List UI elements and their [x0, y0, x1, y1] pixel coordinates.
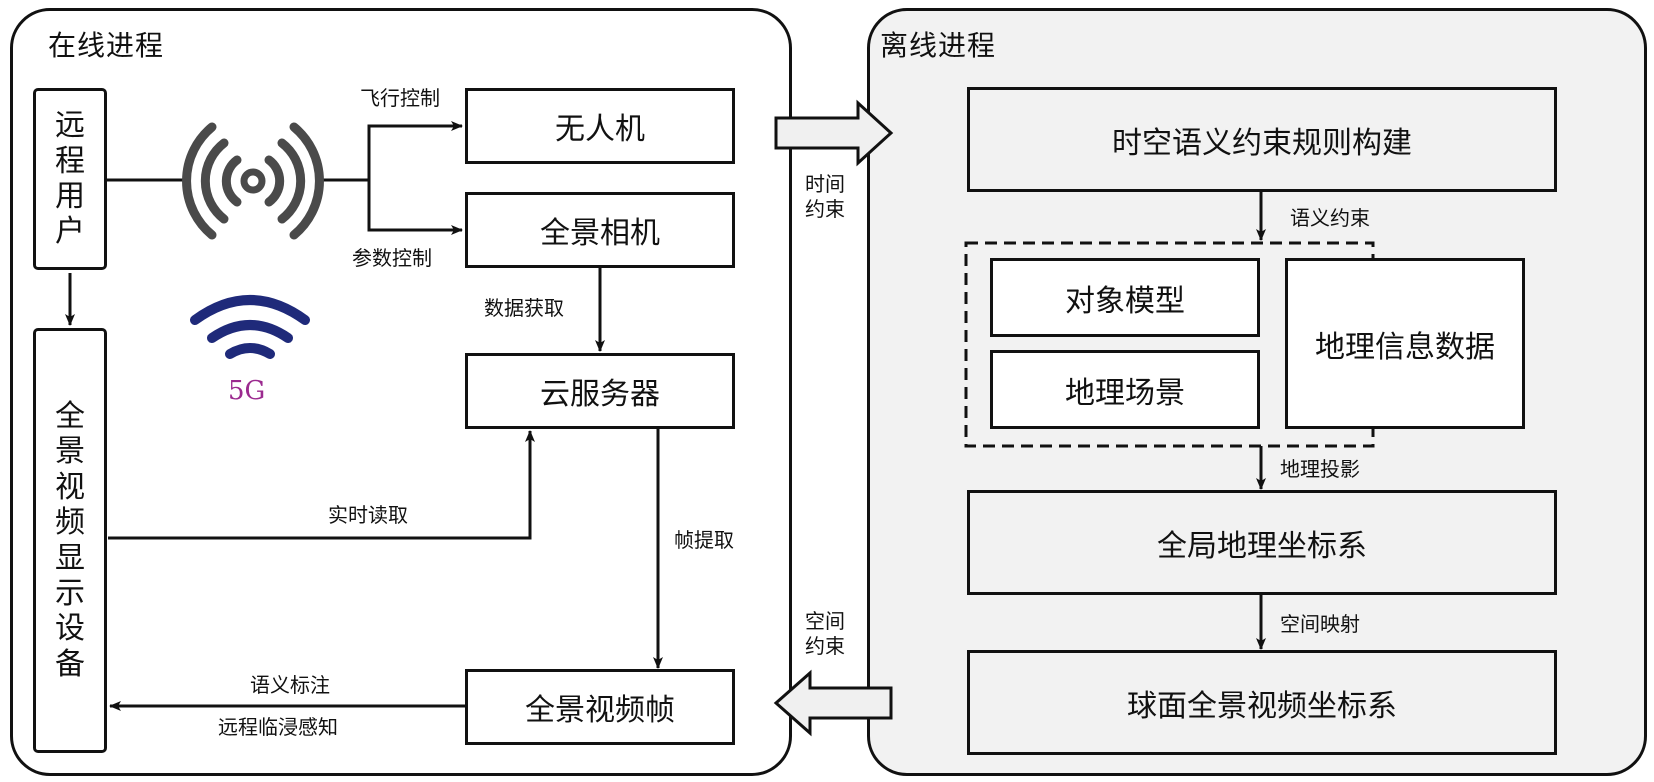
global-geo-coord-box: 全局地理坐标系: [967, 490, 1557, 595]
cloud-server-box: 云服务器: [465, 353, 735, 429]
label-data-acquire: 数据获取: [484, 296, 564, 320]
label-space-constraint-line: 空间: [805, 609, 845, 633]
display-device-char: 设: [55, 611, 85, 647]
pano-camera-box: 全景相机: [465, 192, 735, 268]
label-space-constraint: 空间 约束: [805, 609, 855, 659]
time-constraint-block-arrow: [774, 99, 894, 167]
label-spatial-mapping: 空间映射: [1280, 612, 1360, 636]
wifi-5g-icon: [190, 295, 310, 359]
remote-user-char: 用: [55, 179, 85, 214]
arrow-flight-control: [367, 121, 463, 180]
remote-user-box: 远 程 用 户: [33, 88, 107, 270]
label-remote-immersive: 远程临浸感知: [218, 715, 338, 739]
label-semantic-annotation: 语义标注: [250, 673, 330, 697]
label-time-constraint-line: 约束: [805, 197, 845, 221]
label-time-constraint: 时间 约束: [805, 172, 855, 222]
offline-process-title: 离线进程: [880, 29, 997, 62]
display-device-box: 全 景 视 频 显 示 设 备: [33, 328, 107, 753]
remote-user-char: 程: [55, 143, 85, 179]
label-space-constraint-line: 约束: [805, 634, 845, 658]
display-device-char: 显: [55, 540, 85, 576]
object-model-box: 对象模型: [990, 258, 1260, 337]
display-device-char: 频: [55, 505, 85, 541]
label-frame-extract: 帧提取: [674, 528, 734, 552]
sphere-pano-coord-box: 球面全景视频坐标系: [967, 650, 1557, 755]
geo-info-data-box: 地理信息数据: [1285, 258, 1525, 429]
remote-user-char: 远: [55, 108, 85, 144]
label-5g: 5G: [228, 376, 266, 406]
uav-box: 无人机: [465, 88, 735, 164]
geo-scene-box: 地理场景: [990, 350, 1260, 429]
display-device-char: 全: [55, 398, 85, 434]
display-device-char: 备: [55, 646, 85, 682]
online-process-title: 在线进程: [48, 29, 165, 62]
pano-frame-box: 全景视频帧: [465, 669, 735, 745]
wireless-broadcast-icon: [182, 122, 324, 240]
label-geo-projection: 地理投影: [1280, 457, 1360, 481]
space-constraint-block-arrow: [773, 669, 893, 737]
arrow-realtime-read: [108, 430, 535, 540]
label-param-control: 参数控制: [352, 246, 432, 270]
display-device-char: 视: [55, 469, 85, 505]
label-semantic-constraint: 语义约束: [1290, 206, 1370, 230]
label-time-constraint-line: 时间: [805, 172, 845, 196]
label-flight-control: 飞行控制: [360, 86, 440, 110]
rule-build-box: 时空语义约束规则构建: [967, 87, 1557, 192]
display-device-char: 景: [55, 434, 85, 470]
arrow-param-control: [367, 180, 463, 235]
display-device-char: 示: [55, 575, 85, 611]
remote-user-char: 户: [55, 214, 85, 250]
label-realtime-read: 实时读取: [328, 503, 408, 527]
